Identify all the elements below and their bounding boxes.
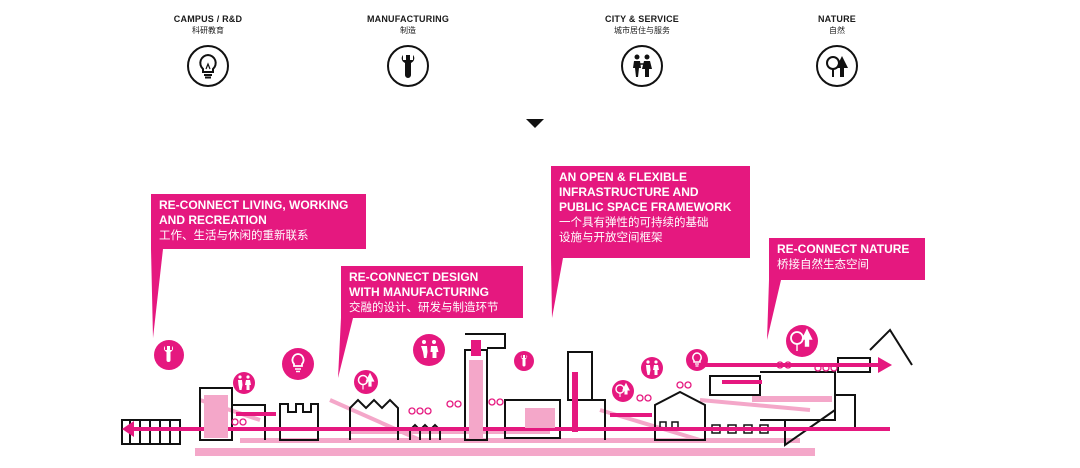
legend-campus-subtitle: 科研教育	[192, 26, 224, 35]
section-buildings	[121, 328, 913, 447]
flow-arrow-down	[526, 119, 544, 128]
callout-living-title: RE-CONNECT LIVING, WORKING AND RECREATIO…	[159, 198, 349, 227]
callout-nature-subtitle: 桥接自然生态空间	[777, 259, 869, 271]
section-trees	[231, 361, 838, 426]
legend-nature: NATURE 自然	[762, 14, 912, 87]
callout-tail	[551, 258, 563, 318]
callout-infrastructure-title: AN OPEN & FLEXIBLE INFRASTRUCTURE AND PU…	[559, 170, 732, 214]
callout-living-working: RE-CONNECT LIVING, WORKING AND RECREATIO…	[151, 194, 366, 249]
tree-icon	[354, 370, 378, 394]
wrench-icon	[154, 340, 184, 370]
callout-living-subtitle: 工作、生活与休闲的重新联系	[159, 230, 309, 242]
callout-reconnect-nature: RE-CONNECT NATURE 桥接自然生态空间	[769, 238, 925, 280]
wrench-icon	[387, 45, 429, 87]
flow-arrow-left	[122, 421, 134, 437]
people-icon	[233, 372, 255, 394]
legend-nature-title: NATURE	[817, 14, 857, 24]
section-base	[195, 430, 815, 456]
callout-infrastructure-subtitle: 一个具有弹性的可持续的基础 设施与开放空间框架	[559, 217, 709, 244]
callout-design-subtitle: 交融的设计、研发与制造环节	[349, 302, 499, 314]
lightbulb-icon	[187, 45, 229, 87]
legend-city-subtitle: 城市居住与服务	[614, 26, 670, 35]
legend-manufacturing: MANUFACTURING 制造	[333, 14, 483, 87]
callout-tail	[338, 318, 353, 378]
callout-open-infrastructure: AN OPEN & FLEXIBLE INFRASTRUCTURE AND PU…	[551, 166, 750, 258]
legend-nature-subtitle: 自然	[829, 26, 845, 35]
flow-line	[122, 340, 892, 438]
wrench-icon	[514, 351, 534, 371]
people-icon	[621, 45, 663, 87]
legend-city-service: CITY & SERVICE 城市居住与服务	[567, 14, 717, 87]
callout-design-manufacturing: RE-CONNECT DESIGN WITH MANUFACTURING 交融的…	[341, 266, 523, 318]
lightbulb-icon	[282, 348, 314, 380]
legend-campus-title: CAMPUS / R&D	[173, 14, 243, 24]
tree-icon	[816, 45, 858, 87]
people-icon	[413, 334, 445, 366]
people-icon	[641, 357, 663, 379]
callout-design-title: RE-CONNECT DESIGN WITH MANUFACTURING	[349, 270, 489, 299]
legend-manufacturing-subtitle: 制造	[400, 26, 416, 35]
lightbulb-icon	[686, 349, 708, 371]
legend-city-title: CITY & SERVICE	[605, 14, 679, 24]
flow-arrow-right	[878, 357, 892, 373]
callout-nature-title: RE-CONNECT NATURE	[777, 242, 910, 256]
tree-icon	[786, 325, 818, 357]
tree-icon	[612, 380, 634, 402]
legend-campus: CAMPUS / R&D 科研教育	[133, 14, 283, 87]
callout-tail	[151, 249, 163, 338]
legend-manufacturing-title: MANUFACTURING	[366, 14, 450, 24]
callout-tail	[767, 280, 781, 340]
